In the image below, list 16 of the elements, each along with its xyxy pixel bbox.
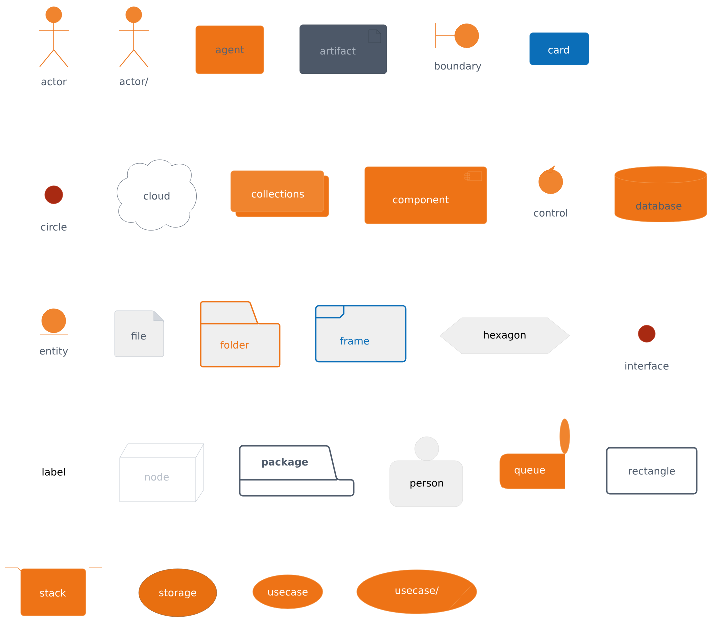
actor-figure: actor — [38, 6, 70, 86]
cloud-shape: cloud — [117, 160, 197, 231]
artifact-box: artifact — [300, 24, 388, 74]
database-cylinder: database — [614, 166, 708, 222]
card-box: card — [530, 32, 590, 66]
frame-box: frame — [315, 305, 407, 363]
person-figure: person — [390, 436, 464, 508]
node-label: actor/ — [120, 78, 149, 86]
label-text: label — [42, 468, 66, 476]
agent-box: agent — [196, 26, 264, 74]
collections-box: collections — [230, 170, 330, 218]
node-cube: node — [120, 444, 204, 502]
node-label: actor — [42, 78, 67, 86]
rectangle-box: rectangle — [606, 447, 698, 495]
component-box: component — [364, 166, 488, 224]
actor-figure: actor/ — [118, 6, 150, 86]
